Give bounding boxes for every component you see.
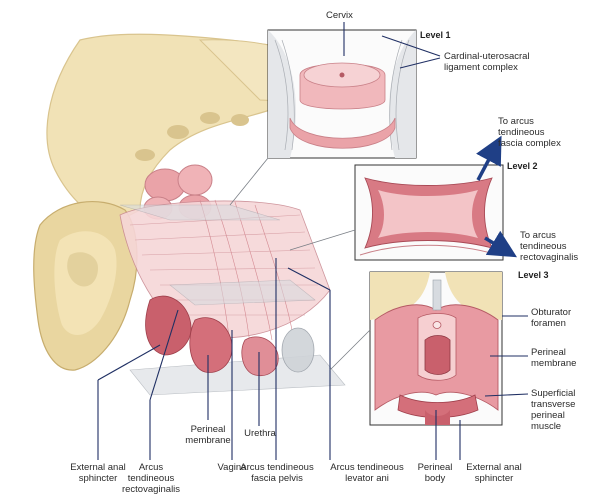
label-to-arcus-tfc-2: tendineous [498,127,545,138]
label-superficial-4: muscle [531,421,562,432]
level-2-inset [354,164,504,261]
arrow-to-arcus-fascia [476,135,502,181]
leader-arcus-la-d [287,267,331,291]
label-to-arcus-rv-3: rectovaginalis [520,252,579,263]
label-urethra: Urethra [244,428,276,439]
label-ext-anal-right-2: sphincter [474,473,514,484]
label-perineal-membrane-r-1: Perineal [531,347,566,358]
label-perineal-body-1: Perineal [417,462,453,473]
levator-muscles [145,295,315,377]
sacral-foramen [200,112,220,124]
label-perineal-body-2: body [424,473,446,484]
label-to-arcus-rv-1: To arcus [520,230,556,241]
label-perineal-membrane-r-2: membrane [531,358,577,369]
label-obturator-2: foramen [531,318,566,329]
label-cardinal-line2: ligament complex [444,62,518,73]
label-superficial-1: Superficial [531,388,576,399]
label-ext-anal-left-1: External anal [70,462,126,473]
direction-arrows [476,135,518,258]
label-cervix: Cervix [326,10,353,21]
level-3-title: Level 3 [518,270,549,280]
sacral-foramen [135,149,155,161]
label-arcus-la-1: Arcus tendineous [330,462,404,473]
connector-level2 [289,229,356,251]
label-obturator-1: Obturator [531,307,572,318]
connector-level3 [329,329,371,371]
label-ext-anal-right-1: External anal [466,462,522,473]
level-3-inset [369,271,503,426]
label-superficial-2: transverse [531,399,576,410]
label-arcus-rv-3: rectovaginalis [121,484,181,495]
level-1-title: Level 1 [420,30,451,40]
label-superficial-3: perineal [531,410,565,421]
label-cardinal-line1: Cardinal-uterosacral [444,51,530,62]
pubic-bone-section [33,200,138,371]
label-arcus-fp-1: Arcus tendineous [240,462,314,473]
label-arcus-la-2: levator ani [345,473,389,484]
label-to-arcus-rv-2: tendineous [520,241,567,252]
label-vagina: Vagina [217,462,247,473]
label-perineal-membrane-b-2: membrane [185,435,231,446]
level-1-inset [267,29,417,159]
level-2-title: Level 2 [507,161,538,171]
label-arcus-rv-2: tendineous [127,473,175,484]
label-to-arcus-tfc-3: fascia complex [498,138,561,149]
leader-cardinal-2 [399,57,441,69]
label-arcus-fp-2: fascia pelvis [251,473,303,484]
sacral-foramen [231,114,249,126]
leader-lines [97,22,529,460]
label-to-arcus-tfc-1: To arcus [498,116,534,127]
label-ext-anal-left-2: sphincter [78,473,118,484]
leader-superficial [484,393,529,397]
label-arcus-rv-1: Arcus [138,462,164,473]
arrow-to-arcus-rectovaginalis [484,230,518,258]
leader-cardinal-1 [381,35,441,57]
leader-ext-anal-left-d [97,344,161,381]
connector-level1 [229,157,269,206]
label-perineal-membrane-b-1: Perineal [190,424,226,435]
leader-arcus-rv-d [149,309,179,401]
sacral-foramen [167,125,189,139]
